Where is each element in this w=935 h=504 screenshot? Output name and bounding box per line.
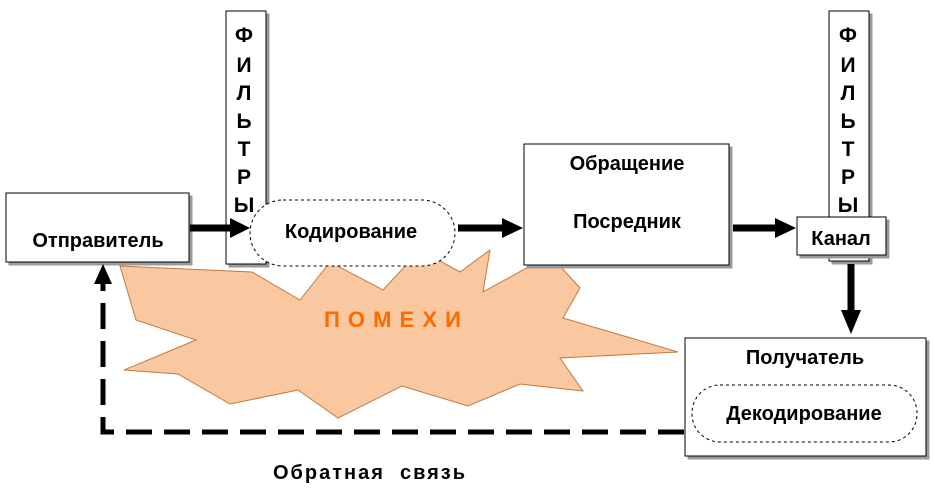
noise-starburst [119,248,679,419]
mediator-title: Обращение [570,153,685,175]
noise-label: П О М Е Х И [324,307,462,332]
filter-letter: Т [842,138,855,161]
filter-letter: Л [237,82,252,105]
mediator-node: Обращение Посредник [523,143,730,266]
sender-node: Отправитель [5,192,190,263]
filter-letter: Р [237,166,251,189]
filter-letter: Р [841,166,855,189]
channel-node: Канал [796,216,887,256]
filter-letter: Т [238,138,251,161]
arrow-encoding-to-mediator [458,218,523,238]
decoding-label: Декодирование [726,403,881,425]
feedback-loop-arrow [94,264,684,435]
filter-letter: Ы [838,194,859,217]
filter-letter: Ф [235,24,253,47]
channel-label: Канал [811,228,870,250]
encoding-node: Кодирование [249,199,456,267]
filter-letter: Л [841,82,856,105]
filter-letter: Ф [839,24,857,47]
filter-letter: Ь [236,110,251,133]
filter-letter: Ь [840,110,855,133]
receiver-node: Получатель Декодирование [684,337,927,457]
sender-label: Отправитель [32,230,163,252]
filter-letter: И [840,54,855,77]
mediator-label: Посредник [573,211,682,233]
arrow-sender-to-encoding [190,218,250,238]
decoding-oval [691,384,918,443]
filter-letter: Ы [234,194,255,217]
filter-letter: И [236,54,251,77]
arrow-channel-to-receiver [841,264,861,334]
filters-bar-right: Ф И Л Ь Т Р Ы [828,10,870,262]
encoding-label: Кодирование [285,221,417,243]
arrow-mediator-to-channel [733,218,796,238]
feedback-label: Обратная связь [273,462,467,484]
receiver-label: Получатель [746,347,864,369]
